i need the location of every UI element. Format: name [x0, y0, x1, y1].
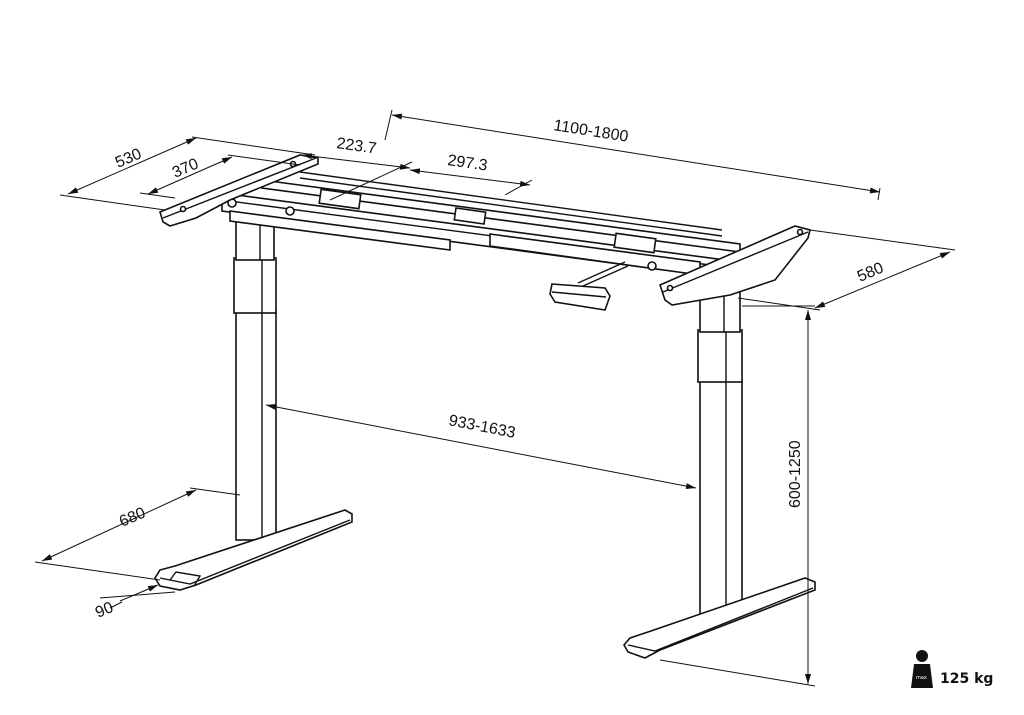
dimension-lines — [34, 109, 956, 687]
left-foot — [154, 509, 353, 591]
dim-leg-spacing: 933-1633 — [447, 412, 517, 442]
dim-bracket-span: 370 — [170, 156, 201, 182]
control-panel — [549, 261, 629, 311]
right-leg — [697, 291, 743, 616]
max-load-value: 125 kg — [940, 671, 993, 687]
dim-foot-width: 90 — [93, 599, 116, 622]
dim-foot-length: 680 — [117, 505, 148, 531]
dim-offset-1: 223.7 — [335, 135, 377, 157]
dim-total-width: 1100-1800 — [552, 117, 629, 146]
dim-frame-depth: 530 — [113, 146, 144, 172]
right-foot — [623, 577, 816, 659]
dim-offset-2: 297.3 — [446, 152, 488, 174]
dim-height-range: 600-1250 — [787, 440, 804, 508]
weight-icon: max — [911, 650, 933, 688]
left-leg — [233, 211, 277, 541]
weight-icon-label: max — [916, 675, 927, 681]
dim-right-depth: 580 — [855, 260, 886, 286]
left-bracket — [159, 154, 319, 227]
right-bracket — [659, 225, 811, 306]
top-frame — [221, 171, 741, 281]
